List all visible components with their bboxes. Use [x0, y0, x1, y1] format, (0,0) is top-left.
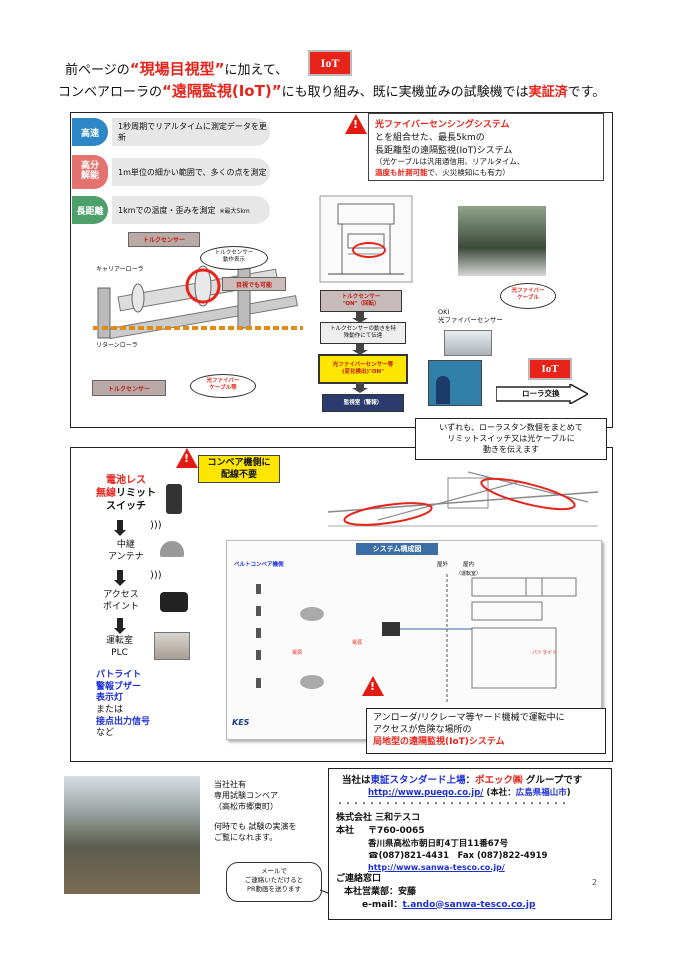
control-room-image — [154, 632, 190, 660]
tunnel-fiber-callout: 光ファイバー ケーブル — [500, 283, 556, 309]
torque-sensor-label-top: トルクセンサー — [128, 232, 200, 247]
carrier-roller-label: キャリアーローラ — [96, 266, 144, 273]
iot-badge: IoT — [308, 50, 352, 76]
roller-replace-arrow — [496, 384, 588, 404]
battery-limit-switch-label: 電池レス 無線リミット スイッチ — [96, 475, 156, 512]
feature-text-resolution: 1m単位の細かい範囲で、多くの点を測定 — [112, 158, 270, 186]
email-link[interactable]: t.ando@sanwa-tesco.co.jp — [402, 899, 536, 910]
feature-tag-distance: 長距離 — [72, 196, 108, 224]
torque-callout: トルクセンサー 動作表示 — [200, 246, 268, 270]
system-diagram-graphics: パトライト 電源 電源 — [256, 574, 577, 704]
yard-out-label: 屋外 — [437, 562, 449, 568]
output-devices-label: パトライト 警報ブザー 表示灯 または 接点出力信号 など — [96, 670, 151, 739]
access-point-label: アクセス ポイント — [103, 590, 140, 612]
feature-tag-speed: 高速 — [72, 118, 108, 146]
test-conveyor-photo — [64, 776, 200, 894]
feature-tag-resolution: 高分解能 — [72, 155, 108, 189]
feature-text-speed: 1秒周期でリアルタイムに測定データを更新 — [112, 118, 270, 146]
site-label: （運転室） — [456, 571, 482, 577]
sensor-structure-drawing — [319, 195, 413, 283]
feature-text-distance: 1kmでの温度・歪みを測定 ※最大5km — [112, 196, 270, 224]
system-diagram — [226, 540, 602, 740]
oki-label: OKI 光ファイバーセンサー — [438, 308, 503, 325]
fiber-cable-callout: 光ファイバー ケーブル等 — [190, 374, 256, 398]
relay-antenna-image — [160, 541, 184, 557]
warning-icon: ! — [362, 676, 384, 696]
page-number: 2 — [592, 878, 598, 887]
oki-device-image — [444, 330, 492, 356]
roller-stand-callout: いずれも、ローラスタン数個をまとめて リミットスイッチ又は光ケーブルに 動きを伝… — [415, 418, 607, 460]
operator-figure — [436, 376, 450, 404]
system-diagram-title: システム構成図 — [356, 543, 438, 555]
no-wiring-note: コンベア機側に 配線不要 — [198, 455, 280, 483]
limit-switch-image — [166, 484, 182, 514]
company-info-box — [328, 768, 612, 920]
group-line: 当社は東証スタンダード上場：ポエック㈱ グループです — [342, 775, 583, 786]
control-room-label: 運転室 PLC — [106, 636, 134, 658]
yard-in-label: 屋内 — [463, 562, 475, 568]
kes-logo: KES — [232, 718, 250, 727]
yard-machine-note: アンローダ/リクレーマ等ヤード機械で運転中に アクセスが危険な場所の 局地型の遠… — [366, 708, 606, 754]
return-roller-label: リターンローラ — [96, 342, 138, 349]
company-details: 株式会社 三和テスコ 本社〒760-0065 香川県高松市朝日町4丁目11番67… — [336, 813, 548, 910]
signal-icon: ))) — [150, 520, 162, 531]
belt-label: ベルトコンベア機側 — [234, 562, 284, 568]
header-line2: コンベアローラの“遠隔監視(IoT)”にも取り組み、既に実機並みの試験機では実証… — [58, 82, 606, 100]
warning-icon: ! — [176, 448, 198, 468]
flow-step-alarm: 監視室（警報） — [322, 394, 404, 412]
visible-check-label: 目視でも可能 — [222, 277, 286, 291]
flow-step-torque-on: トルクセンサー"ON"（回転） — [320, 290, 402, 312]
group-url-line: http://www.pueqo.co.jp/ (本社：広島県福山市) — [368, 788, 571, 798]
warning-icon: ! — [345, 114, 367, 134]
relay-antenna-label: 中継 アンテナ — [108, 540, 144, 562]
test-conveyor-note: 当社社有 専用試験コンベア （高松市郷東町） 何時でも 試験の実演を ご覧になれ… — [214, 780, 297, 843]
chain-arrows — [114, 520, 126, 634]
company-url-link[interactable]: http://www.sanwa-tesco.co.jp/ — [368, 862, 505, 872]
flow-arrows — [352, 312, 368, 393]
flow-step-transmit: トルクセンサーの動きを特殊動作にて伝達 — [320, 322, 406, 344]
sensor-highlight-ring — [352, 242, 386, 258]
tunnel-photo — [458, 206, 546, 276]
mail-bubble: メールで ご連絡いただけると PR動画を送ります — [226, 862, 322, 902]
access-point-image — [160, 592, 188, 612]
signal-icon: ))) — [150, 570, 162, 581]
separator-dots: ・・・・・・・・・・・・・・・・・・・・・・・・・・・・・ — [336, 799, 568, 808]
fiber-note-box: 光ファイバーセンシングシステム とを組合せた、最長5kmの 長距離型の遠隔監視(… — [368, 113, 604, 181]
svg-text:電源: 電源 — [292, 649, 302, 656]
header-line1: 前ページの“現場目視型”に加えて、 — [65, 60, 289, 78]
iot-badge-small: IoT — [528, 358, 572, 380]
svg-text:電源: 電源 — [352, 639, 362, 646]
reclaimer-drawing — [327, 471, 599, 527]
group-url-link[interactable]: http://www.pueqo.co.jp/ — [368, 788, 484, 798]
torque-sensor-label-bottom: トルクセンサー — [92, 380, 166, 396]
svg-text:パトライト: パトライト — [532, 650, 557, 656]
roller-replace-label: ローラ交換 — [522, 389, 560, 398]
